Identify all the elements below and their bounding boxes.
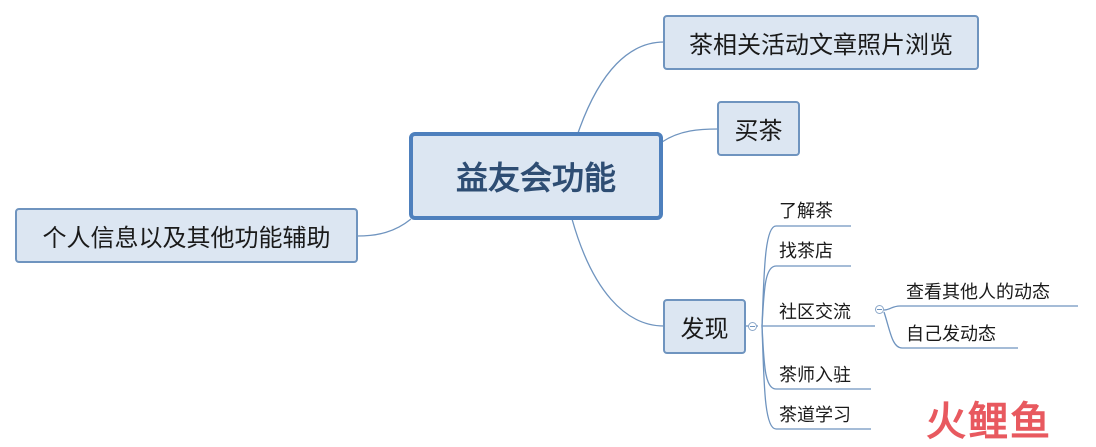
subtopic-tea-study[interactable]: 茶道学习 bbox=[779, 405, 851, 426]
subtopic-others-updates[interactable]: 查看其他人的动态 bbox=[906, 282, 1050, 303]
community-collapse-toggle[interactable] bbox=[875, 305, 884, 314]
subtopic-tea-master[interactable]: 茶师入驻 bbox=[779, 365, 851, 386]
topic-personal-info[interactable]: 个人信息以及其他功能辅助 bbox=[15, 208, 358, 263]
watermark-logo: 火鲤鱼 bbox=[926, 399, 1052, 445]
topic-discover[interactable]: 发现 bbox=[663, 299, 746, 354]
topic-discover-label: 发现 bbox=[680, 315, 729, 343]
subtopic-post-update[interactable]: 自己发动态 bbox=[906, 324, 996, 345]
topic-browse[interactable]: 茶相关活动文章照片浏览 bbox=[663, 15, 979, 70]
topic-personal-info-label: 个人信息以及其他功能辅助 bbox=[42, 224, 331, 252]
topic-buy-tea-label: 买茶 bbox=[734, 117, 783, 145]
subtopic-find-shop[interactable]: 找茶店 bbox=[779, 241, 833, 262]
subtopic-community[interactable]: 社区交流 bbox=[779, 302, 851, 323]
topic-browse-label: 茶相关活动文章照片浏览 bbox=[689, 31, 953, 59]
central-topic-label: 益友会功能 bbox=[455, 159, 616, 197]
central-topic[interactable]: 益友会功能 bbox=[409, 132, 663, 220]
topic-buy-tea[interactable]: 买茶 bbox=[717, 101, 800, 156]
discover-collapse-toggle[interactable] bbox=[748, 322, 757, 331]
subtopic-understand-tea[interactable]: 了解茶 bbox=[779, 201, 833, 222]
